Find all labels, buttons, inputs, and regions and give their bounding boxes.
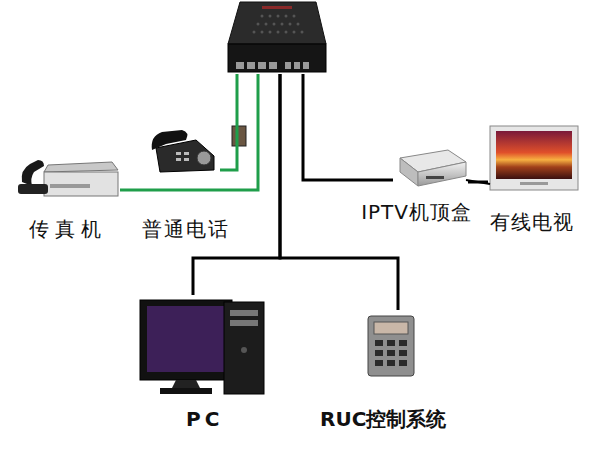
device-label: PC — [186, 407, 223, 431]
cable-line — [193, 74, 280, 295]
television — [490, 126, 578, 190]
device-label: 有线电视 — [490, 210, 574, 234]
cable-line — [120, 74, 258, 190]
cable-line — [303, 74, 393, 180]
pc-computer — [140, 300, 264, 394]
phone-node: 普通电话 — [148, 125, 220, 241]
gateway-device — [228, 2, 326, 72]
ruc-node: RUC控制系统 — [320, 310, 475, 431]
av-cable — [466, 180, 490, 184]
gateway-node — [228, 0, 326, 74]
set-top-box — [400, 150, 466, 186]
cable-line — [280, 74, 398, 310]
device-label: IPTV机顶盒 — [361, 200, 472, 224]
cable-line — [468, 181, 488, 184]
telephone — [152, 130, 214, 172]
iptv-node: IPTV机顶盒 — [393, 146, 468, 224]
control-panel — [368, 316, 414, 376]
device-label: 普通电话 — [142, 217, 230, 241]
fax-machine — [18, 160, 118, 196]
fax-node: 传真机 — [15, 155, 120, 241]
cable-line — [220, 74, 237, 170]
splitter-box — [232, 126, 246, 146]
pc-node: PC — [140, 295, 265, 431]
device-label: 传真机 — [29, 217, 107, 241]
device-label: RUC控制系统 — [320, 407, 446, 431]
tv-node: 有线电视 — [488, 122, 580, 234]
